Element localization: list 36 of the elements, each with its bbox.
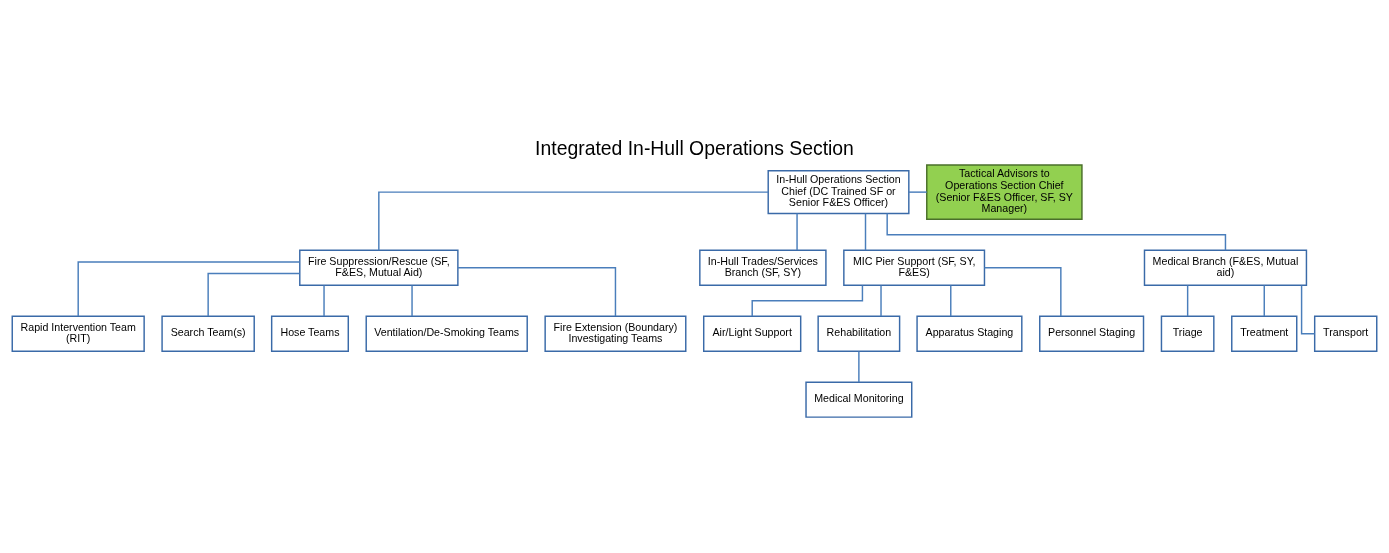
- node-box: Tactical Advisors to Operations Section Chief (Senior F&ES Officer, SF, SY Manager): [926, 164, 1083, 220]
- connector: [983, 267, 1062, 317]
- node-box: Hose Teams: [270, 315, 349, 352]
- connector: [796, 212, 798, 251]
- connector: [858, 350, 860, 383]
- connector: [880, 284, 882, 317]
- connector: [411, 284, 413, 317]
- node-box: Rapid Intervention Team (RIT): [11, 315, 145, 352]
- node-box: Triage: [1160, 315, 1215, 352]
- node-box: Air/Light Support: [703, 315, 802, 352]
- diagram-title: Integrated In-Hull Operations Section: [535, 137, 854, 160]
- node-box: Apparatus Staging: [916, 315, 1023, 352]
- connector: [77, 261, 301, 317]
- connector: [378, 191, 769, 251]
- connector: [864, 212, 867, 251]
- connector: [207, 272, 301, 317]
- node-box: Medical Monitoring: [805, 381, 913, 418]
- node-box: In-Hull Operations Section Chief (DC Trained SF or Senior F&ES Officer): [767, 170, 910, 215]
- connector: [323, 284, 325, 317]
- connector: [950, 284, 952, 317]
- node-box: MIC Pier Support (SF, SY, F&ES): [843, 249, 986, 286]
- connector: [1186, 284, 1189, 317]
- connector: [457, 267, 617, 317]
- node-box: Treatment: [1231, 315, 1298, 352]
- node-box: Ventilation/De-Smoking Teams: [365, 315, 528, 352]
- connector: [1300, 284, 1316, 335]
- connector: [908, 191, 928, 193]
- node-box: Medical Branch (F&ES, Mutual aid): [1143, 249, 1308, 286]
- node-box: Transport: [1313, 315, 1378, 352]
- node-box: Search Team(s): [161, 315, 255, 352]
- node-box: Fire Suppression/Rescue (SF, F&ES, Mutual Aid): [299, 249, 459, 286]
- node-box: Rehabilitation: [817, 315, 901, 352]
- node-box: Personnel Staging: [1039, 315, 1145, 352]
- node-box: Fire Extension (Boundary) Investigating Teams: [544, 315, 687, 352]
- node-box: In-Hull Trades/Services Branch (SF, SY): [699, 249, 827, 286]
- connector: [1263, 284, 1265, 317]
